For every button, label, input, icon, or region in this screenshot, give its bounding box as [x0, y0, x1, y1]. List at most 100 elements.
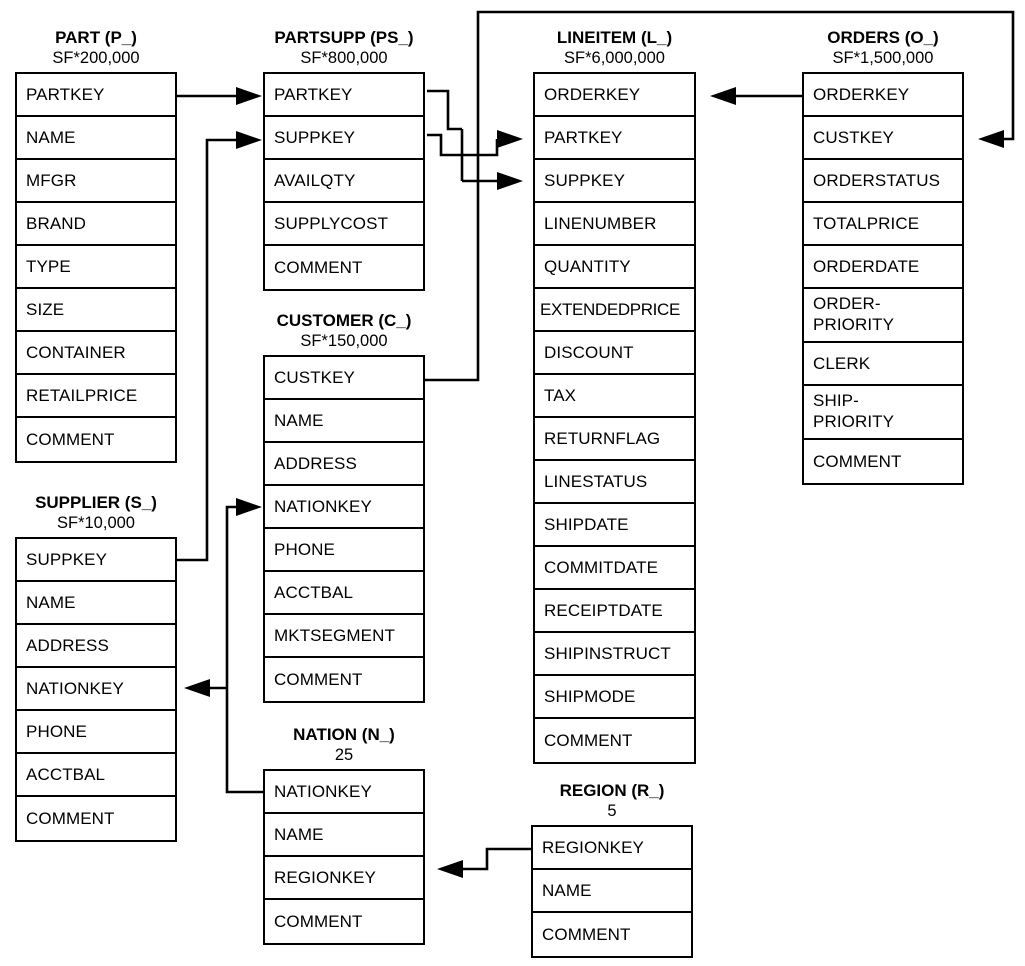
entity-partsupp[interactable]: PARTSUPP (PS_) SF*800,000 PARTKEY SUPPKE…: [263, 28, 425, 291]
attr-part-type[interactable]: TYPE: [17, 246, 175, 289]
attr-supplier-address[interactable]: ADDRESS: [17, 625, 175, 668]
attr-lineitem-commitdate[interactable]: COMMITDATE: [535, 547, 694, 590]
entity-supplier[interactable]: SUPPLIER (S_) SF*10,000 SUPPKEY NAME ADD…: [15, 493, 177, 842]
attr-orders-orderdate[interactable]: ORDERDATE: [804, 246, 962, 289]
attr-part-partkey[interactable]: PARTKEY: [17, 74, 175, 117]
entity-lineitem-cardinality: SF*6,000,000: [564, 49, 665, 67]
attr-lineitem-shipmode[interactable]: SHIPMODE: [535, 676, 694, 719]
attr-partsupp-suppkey[interactable]: SUPPKEY: [265, 117, 423, 160]
attr-region-name[interactable]: NAME: [533, 870, 691, 913]
attr-part-size[interactable]: SIZE: [17, 289, 175, 332]
attr-supplier-phone[interactable]: PHONE: [17, 711, 175, 754]
attr-nation-name[interactable]: NAME: [265, 814, 423, 857]
attr-supplier-suppkey[interactable]: SUPPKEY: [17, 539, 175, 582]
link-orders-to-lineitem: [710, 87, 802, 105]
link-nation-to-customer-supplier: [184, 498, 263, 794]
attr-part-comment[interactable]: COMMENT: [26, 429, 115, 449]
attr-orders-orderpriority[interactable]: ORDER- PRIORITY: [804, 289, 962, 343]
attr-lineitem-discount[interactable]: DISCOUNT: [535, 332, 694, 375]
entity-customer[interactable]: CUSTOMER (C_) SF*150,000 CUSTKEY NAME AD…: [263, 311, 425, 703]
attr-orders-orderpriority-line2: PRIORITY: [813, 315, 895, 334]
attr-customer-nationkey[interactable]: NATIONKEY: [265, 486, 423, 529]
attr-customer-acctbal[interactable]: ACCTBAL: [265, 572, 423, 615]
entity-supplier-title: SUPPLIER (S_): [35, 493, 157, 512]
attr-partsupp-comment[interactable]: COMMENT: [274, 257, 363, 277]
attr-partsupp-availqty[interactable]: AVAILQTY: [265, 160, 423, 203]
entity-nation-box: NATIONKEY NAME REGIONKEY COMMENT: [263, 769, 425, 945]
entity-orders-cardinality: SF*1,500,000: [832, 49, 934, 67]
attr-nation-nationkey[interactable]: NATIONKEY: [265, 771, 423, 814]
attr-lineitem-orderkey[interactable]: ORDERKEY: [535, 74, 694, 117]
attr-lineitem-comment[interactable]: COMMENT: [544, 730, 633, 750]
entity-orders-title: ORDERS (O_): [827, 28, 939, 47]
attr-lineitem-extendedprice[interactable]: EXTENDEDPRICE: [535, 289, 694, 332]
entity-customer-title: CUSTOMER (C_): [276, 311, 412, 330]
attr-orders-orderkey[interactable]: ORDERKEY: [804, 74, 962, 117]
attr-customer-mktsegment[interactable]: MKTSEGMENT: [265, 615, 423, 658]
entity-partsupp-cardinality: SF*800,000: [300, 49, 388, 67]
link-region-to-nation: [437, 847, 531, 878]
attr-orders-orderstatus[interactable]: ORDERSTATUS: [804, 160, 962, 203]
attr-nation-comment[interactable]: COMMENT: [274, 911, 363, 931]
attr-customer-address[interactable]: ADDRESS: [265, 443, 423, 486]
attr-customer-custkey[interactable]: CUSTKEY: [265, 357, 423, 400]
entity-partsupp-box: PARTKEY SUPPKEY AVAILQTY SUPPLYCOST COMM…: [263, 72, 425, 291]
attr-orders-clerk[interactable]: CLERK: [804, 343, 962, 386]
attr-part-retailprice[interactable]: RETAILPRICE: [17, 375, 175, 418]
attr-orders-shippriority-line1: SHIP-: [813, 391, 859, 410]
attr-lineitem-partkey[interactable]: PARTKEY: [535, 117, 694, 160]
attr-part-name[interactable]: NAME: [17, 117, 175, 160]
attr-orders-totalprice[interactable]: TOTALPRICE: [804, 203, 962, 246]
attr-orders-shippriority-line2: PRIORITY: [813, 412, 895, 431]
attr-orders-shippriority[interactable]: SHIP- PRIORITY: [804, 386, 962, 440]
attr-orders-custkey[interactable]: CUSTKEY: [804, 117, 962, 160]
attr-customer-phone[interactable]: PHONE: [265, 529, 423, 572]
entity-region[interactable]: REGION (R_) 5 REGIONKEY NAME COMMENT: [531, 781, 693, 958]
attr-partsupp-partkey[interactable]: PARTKEY: [265, 74, 423, 117]
attr-supplier-name[interactable]: NAME: [17, 582, 175, 625]
attr-supplier-nationkey[interactable]: NATIONKEY: [17, 668, 175, 711]
attr-customer-comment[interactable]: COMMENT: [274, 669, 363, 689]
entity-part[interactable]: PART (P_) SF*200,000 PARTKEY NAME MFGR B…: [15, 28, 177, 463]
attr-lineitem-tax[interactable]: TAX: [535, 375, 694, 418]
attr-lineitem-quantity[interactable]: QUANTITY: [535, 246, 694, 289]
attr-lineitem-shipinstruct[interactable]: SHIPINSTRUCT: [535, 633, 694, 676]
attr-orders-comment[interactable]: COMMENT: [813, 451, 902, 471]
entity-part-cardinality: SF*200,000: [52, 49, 140, 67]
attr-lineitem-suppkey[interactable]: SUPPKEY: [535, 160, 694, 203]
entity-nation[interactable]: NATION (N_) 25 NATIONKEY NAME REGIONKEY …: [263, 725, 425, 945]
attr-lineitem-receiptdate[interactable]: RECEIPTDATE: [535, 590, 694, 633]
attr-orders-orderpriority-line1: ORDER-: [813, 294, 881, 313]
link-part-to-partsupp: [177, 87, 262, 105]
entity-lineitem-title: LINEITEM (L_): [556, 28, 673, 47]
entity-nation-title: NATION (N_): [293, 725, 395, 744]
attr-part-container[interactable]: CONTAINER: [17, 332, 175, 375]
attr-lineitem-linenumber[interactable]: LINENUMBER: [535, 203, 694, 246]
entity-supplier-cardinality: SF*10,000: [57, 514, 135, 532]
entity-region-title: REGION (R_): [559, 781, 665, 800]
attr-customer-name[interactable]: NAME: [265, 400, 423, 443]
attr-region-regionkey[interactable]: REGIONKEY: [533, 827, 691, 870]
attr-nation-regionkey[interactable]: REGIONKEY: [265, 857, 423, 900]
entity-part-box: PARTKEY NAME MFGR BRAND TYPE SIZE CONTAI…: [15, 72, 177, 463]
attr-lineitem-shipdate[interactable]: SHIPDATE: [535, 504, 694, 547]
entity-region-box: REGIONKEY NAME COMMENT: [531, 825, 693, 958]
entity-lineitem-box: ORDERKEY PARTKEY SUPPKEY LINENUMBER QUAN…: [533, 72, 696, 764]
attr-supplier-acctbal[interactable]: ACCTBAL: [17, 754, 175, 797]
entity-customer-box: CUSTKEY NAME ADDRESS NATIONKEY PHONE ACC…: [263, 355, 425, 703]
attr-lineitem-linestatus[interactable]: LINESTATUS: [535, 461, 694, 504]
entity-region-cardinality: 5: [607, 802, 617, 820]
attr-supplier-comment[interactable]: COMMENT: [26, 808, 115, 828]
attr-part-brand[interactable]: BRAND: [17, 203, 175, 246]
entity-orders-box: ORDERKEY CUSTKEY ORDERSTATUS TOTALPRICE …: [802, 72, 964, 485]
attr-part-mfgr[interactable]: MFGR: [17, 160, 175, 203]
entity-orders[interactable]: ORDERS (O_) SF*1,500,000 ORDERKEY CUSTKE…: [802, 28, 964, 485]
entity-partsupp-title: PARTSUPP (PS_): [274, 28, 414, 47]
attr-lineitem-returnflag[interactable]: RETURNFLAG: [535, 418, 694, 461]
attr-partsupp-supplycost[interactable]: SUPPLYCOST: [265, 203, 423, 246]
entity-lineitem[interactable]: LINEITEM (L_) SF*6,000,000 ORDERKEY PART…: [533, 28, 696, 764]
attr-region-comment[interactable]: COMMENT: [542, 924, 631, 944]
entity-nation-cardinality: 25: [334, 746, 354, 764]
entity-part-title: PART (P_): [55, 28, 137, 47]
